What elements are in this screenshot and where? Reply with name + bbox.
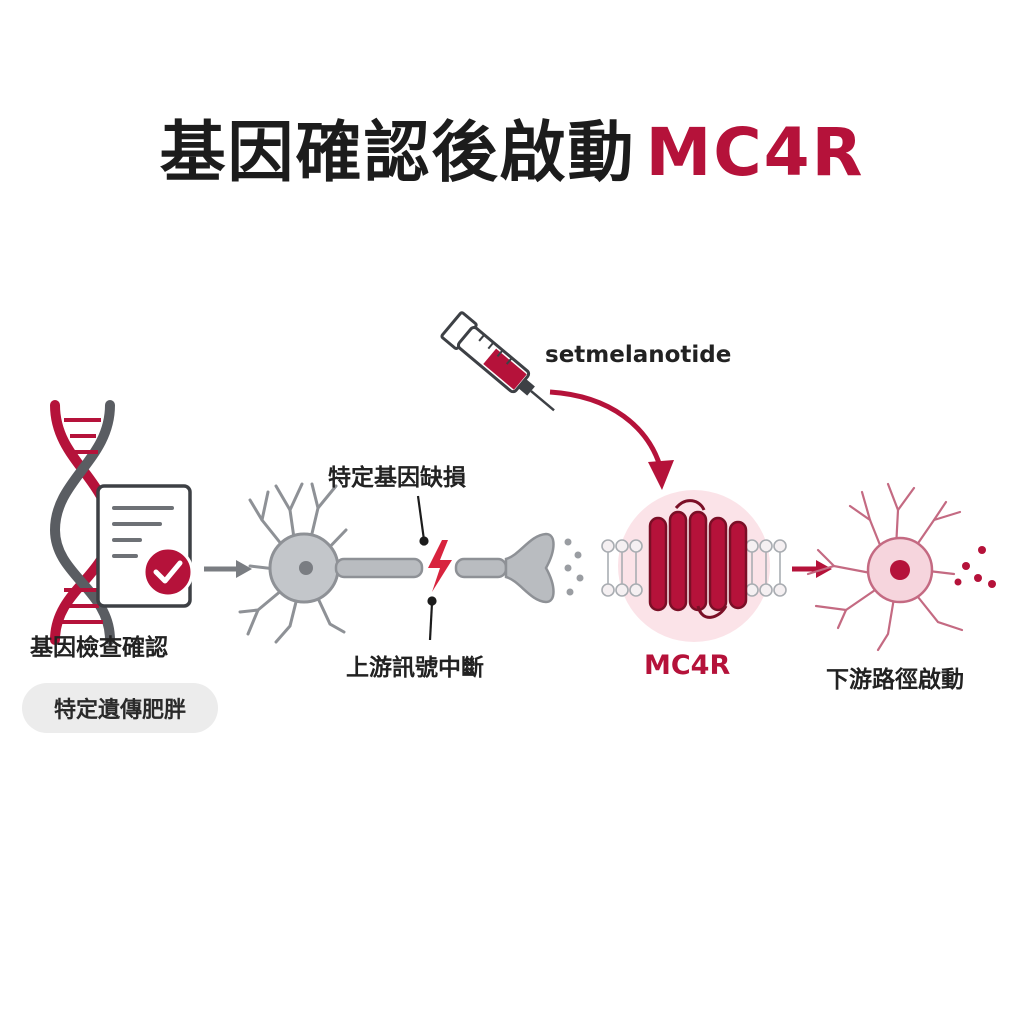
label-downstream: 下游路徑啟動 bbox=[826, 667, 964, 693]
title-main: 基因確認後啟動 bbox=[159, 114, 636, 191]
badge-specific-obesity: 特定遺傳肥胖 bbox=[22, 683, 218, 733]
receptor-icon bbox=[601, 490, 787, 642]
label-drug: setmelanotide bbox=[545, 342, 732, 368]
active-neuron-icon bbox=[806, 482, 996, 652]
label-gene-defect: 特定基因缺損 bbox=[328, 465, 466, 491]
drug-arrow bbox=[549, 389, 674, 490]
lightning-icon bbox=[428, 540, 452, 592]
callout-lines bbox=[416, 495, 437, 641]
syringe-icon bbox=[440, 311, 555, 412]
check-badge-icon bbox=[142, 546, 194, 598]
title-accent: MC4R bbox=[645, 114, 865, 191]
label-receptor: MC4R bbox=[644, 650, 731, 681]
label-genetic-test: 基因檢查確認 bbox=[30, 635, 168, 661]
arrow-to-neuron bbox=[204, 560, 252, 578]
label-upstream-interrupt: 上游訊號中斷 bbox=[346, 655, 484, 681]
neuron-icon bbox=[238, 482, 584, 644]
